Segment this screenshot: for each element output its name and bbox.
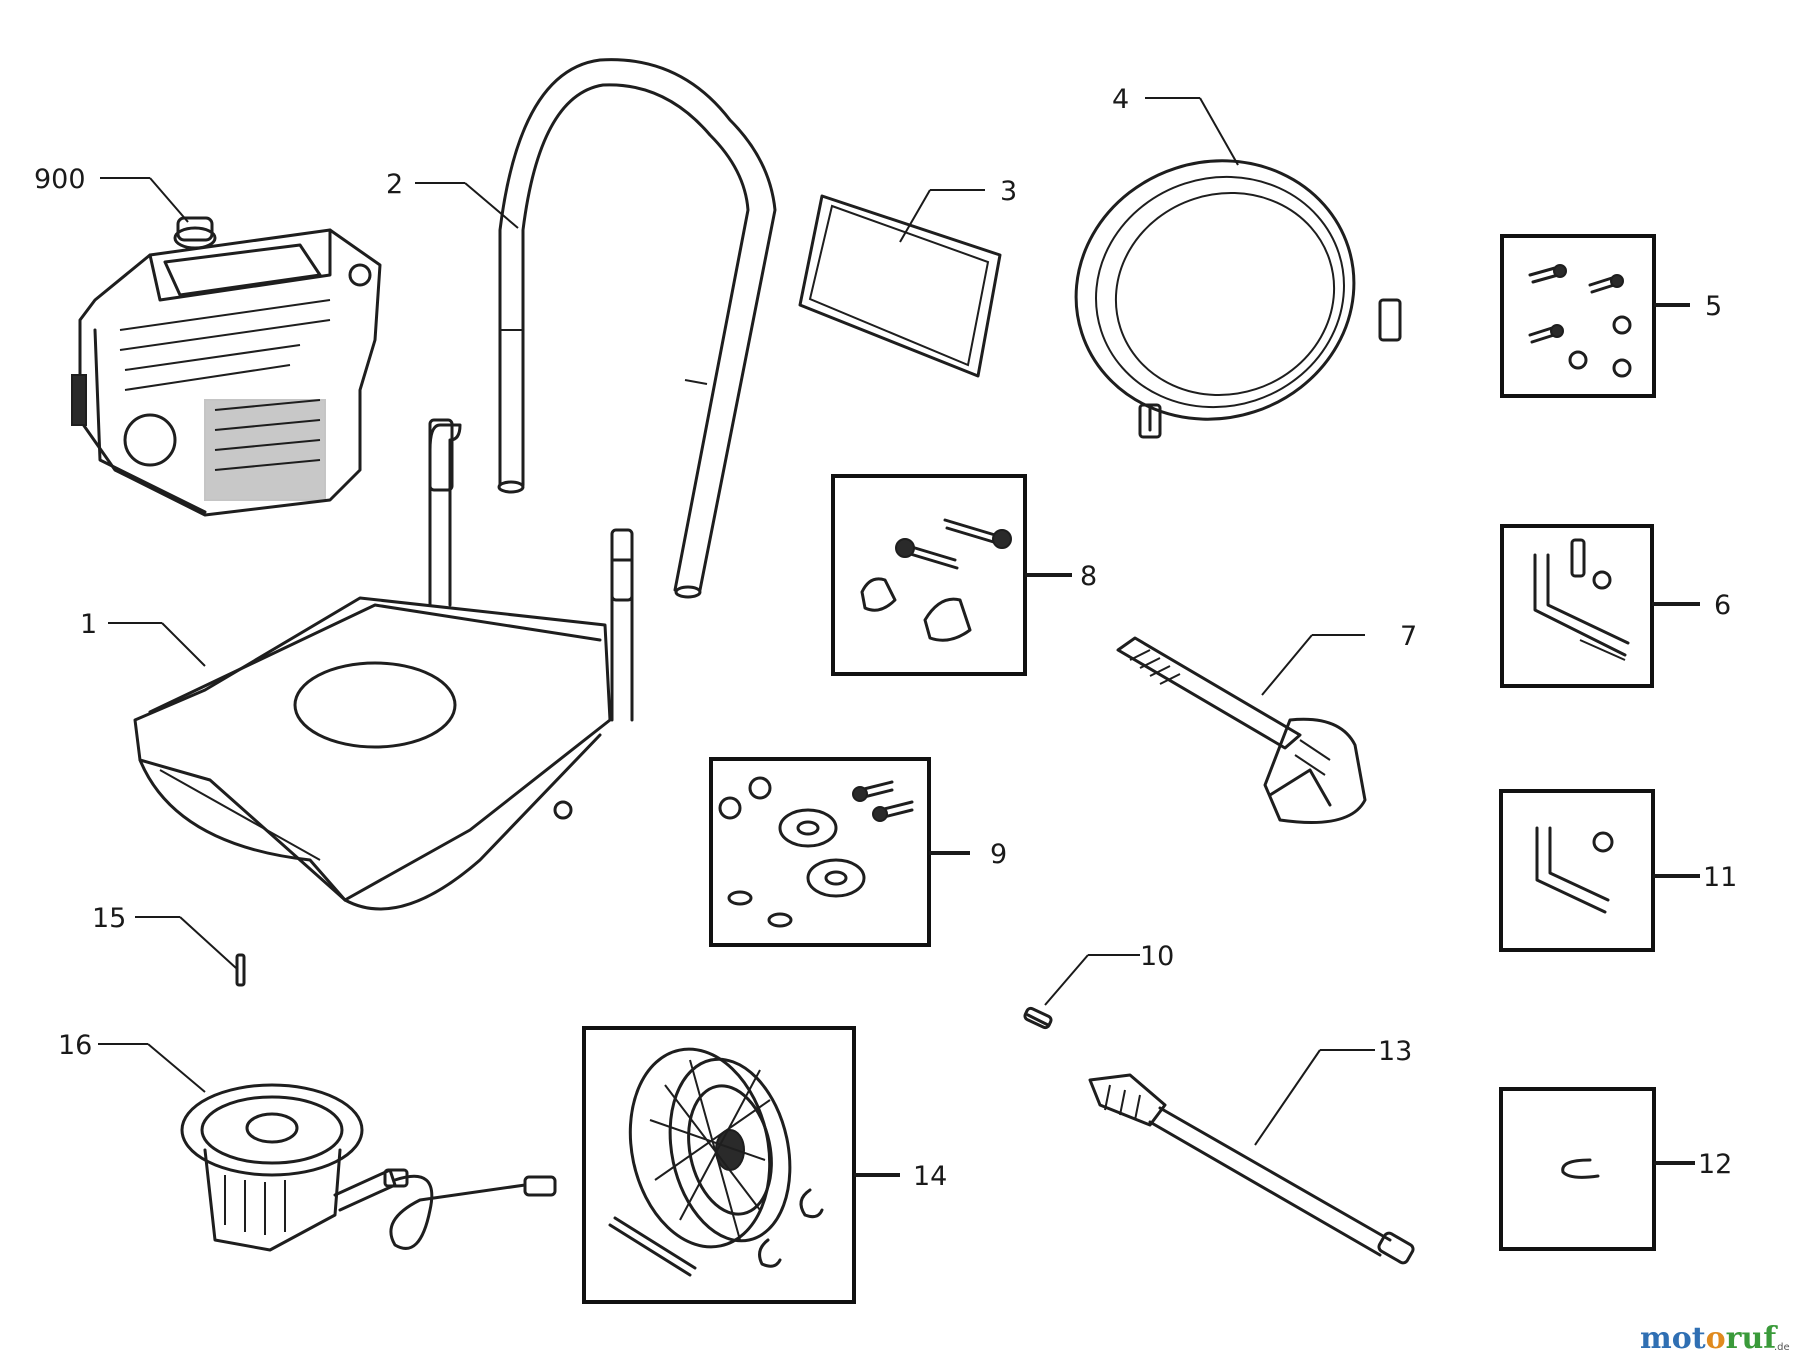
watermark-suffix: .de xyxy=(1774,1342,1790,1353)
callout-4: 4 xyxy=(1112,84,1129,115)
pin-part-15 xyxy=(235,953,246,987)
callout-16: 16 xyxy=(58,1030,92,1061)
callout-1: 1 xyxy=(80,609,97,640)
callout-2: 2 xyxy=(386,169,403,200)
callout-10: 10 xyxy=(1140,941,1174,972)
svg-text:motoruf: motoruf xyxy=(1640,1321,1778,1356)
hardware-part-9 xyxy=(718,776,914,928)
callout-13: 13 xyxy=(1378,1036,1412,1067)
watermark-text-b: o xyxy=(1706,1321,1726,1356)
axle-part-11 xyxy=(1535,826,1614,914)
watermark-logo: motoruf .de xyxy=(1640,1321,1790,1356)
callout-15: 15 xyxy=(92,903,126,934)
clip-part-12 xyxy=(1561,1158,1600,1179)
kit-box-12 xyxy=(1499,1087,1656,1251)
watermark-text-c: ruf xyxy=(1726,1321,1779,1356)
callout-14: 14 xyxy=(913,1161,947,1192)
panel-part-3 xyxy=(798,194,1002,378)
knobs-bolts-part-8 xyxy=(860,518,1012,642)
kit-box-9 xyxy=(709,757,931,947)
callout-8: 8 xyxy=(1080,561,1097,592)
callout-9: 9 xyxy=(990,839,1007,870)
lance-part-13 xyxy=(1088,1073,1415,1265)
kit-box-8 xyxy=(831,474,1027,676)
handle-part-2 xyxy=(497,58,777,599)
bolts-nuts-part-5 xyxy=(1528,264,1632,378)
callout-5: 5 xyxy=(1705,291,1722,322)
pin-part-10 xyxy=(1023,1006,1053,1030)
hose-part-4 xyxy=(1074,159,1402,439)
callout-11: 11 xyxy=(1703,862,1737,893)
spray-gun-part-7 xyxy=(1116,636,1367,824)
kit-box-5 xyxy=(1500,234,1656,398)
callout-7: 7 xyxy=(1400,621,1417,652)
kit-box-6 xyxy=(1500,524,1654,688)
wheel-part-14 xyxy=(608,1047,824,1277)
pump-part-16 xyxy=(180,1083,557,1252)
callout-12: 12 xyxy=(1698,1149,1732,1180)
axle-part-6 xyxy=(1533,538,1630,661)
kit-box-14 xyxy=(582,1026,856,1304)
frame-part-1 xyxy=(133,418,634,911)
callout-900: 900 xyxy=(34,164,86,195)
callout-6: 6 xyxy=(1714,590,1731,621)
callout-3: 3 xyxy=(1000,176,1017,207)
engine-part-900 xyxy=(71,216,382,517)
watermark-text-a: mot xyxy=(1640,1321,1706,1356)
kit-box-11 xyxy=(1499,789,1655,952)
